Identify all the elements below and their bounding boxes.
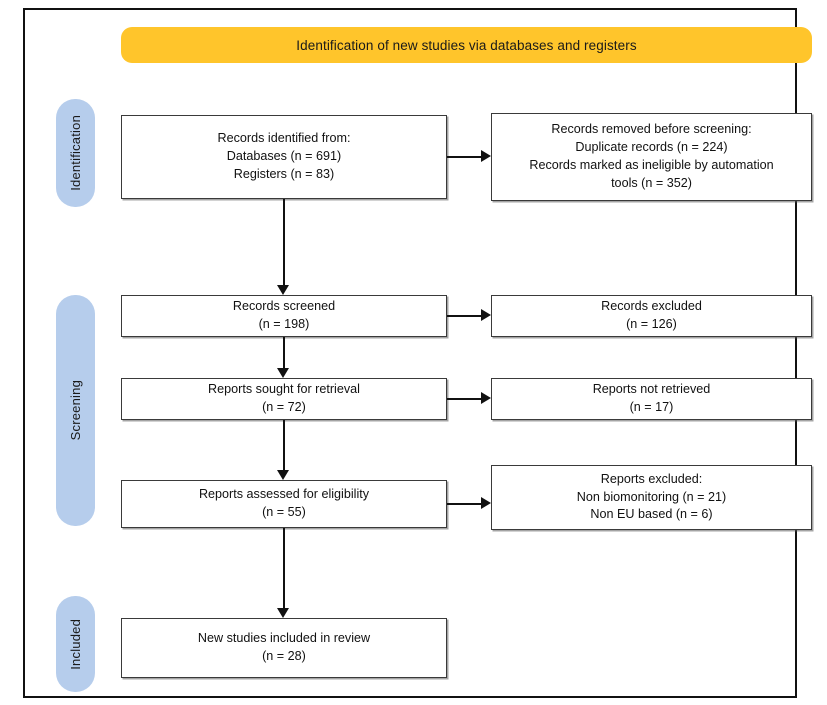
edge-arrowhead (481, 392, 491, 404)
edge-arrowhead (277, 285, 289, 295)
node-records-excluded: Records excluded (n = 126) (491, 295, 812, 337)
node-reports-not-retrieved: Reports not retrieved (n = 17) (491, 378, 812, 420)
node-line: Reports not retrieved (592, 382, 711, 397)
node-new-studies-included: New studies included in review (n = 28) (121, 618, 447, 678)
node-reports-assessed: Reports assessed for eligibility (n = 55… (121, 480, 447, 528)
node-line: Non biomonitoring (n = 21) (576, 489, 727, 504)
node-line: (n = 72) (262, 400, 306, 414)
node-line: Reports excluded: (600, 471, 703, 486)
node-line: Registers (n = 83) (233, 166, 335, 181)
node-line: New studies included in review (197, 631, 371, 646)
edge-arrowhead (277, 368, 289, 378)
node-records-identified: Records identified from: Databases (n = … (121, 115, 447, 199)
node-records-screened: Records screened (n = 198) (121, 295, 447, 337)
stage-pill-screening: Screening (56, 295, 95, 526)
edge-identified-to-screened (283, 199, 285, 285)
node-line: Non EU based (n = 6) (590, 507, 713, 522)
node-reports-sought: Reports sought for retrieval (n = 72) (121, 378, 447, 420)
node-line: Records screened (232, 299, 336, 314)
node-line: Databases (n = 691) (226, 149, 342, 164)
node-line: (n = 55) (262, 505, 306, 519)
node-line: tools (n = 352) (611, 175, 692, 190)
node-reports-excluded: Reports excluded: Non biomonitoring (n =… (491, 465, 812, 530)
node-line: (n = 17) (629, 400, 674, 414)
node-line: Duplicate records (n = 224) (575, 140, 728, 155)
edge-assessed-to-included (283, 528, 285, 608)
node-line: Reports assessed for eligibility (198, 487, 370, 502)
node-line: (n = 126) (626, 317, 677, 331)
edge-sought-to-not-retrieved (447, 398, 481, 400)
edge-identified-to-removed (447, 156, 481, 158)
node-line: Records marked as ineligible by automati… (529, 158, 774, 172)
edge-arrowhead (277, 608, 289, 618)
figure-frame: Identification of new studies via databa… (23, 8, 812, 698)
edge-screened-to-excluded (447, 315, 481, 317)
edge-arrowhead (481, 309, 491, 321)
node-line: Records excluded (601, 299, 702, 314)
stage-label-identification: Identification (68, 115, 83, 191)
edge-arrowhead (481, 150, 491, 162)
edge-assessed-to-reports-excluded (447, 503, 481, 505)
edge-screened-to-sought (283, 337, 285, 368)
node-line: Reports sought for retrieval (208, 382, 360, 397)
stage-label-included: Included (68, 618, 83, 670)
stage-label-screening: Screening (68, 380, 83, 441)
header-banner: Identification of new studies via databa… (121, 27, 812, 63)
header-banner-label: Identification of new studies via databa… (296, 37, 637, 53)
edge-arrowhead (277, 470, 289, 480)
node-line: (n = 198) (258, 317, 310, 331)
node-line: Records identified from: (217, 131, 351, 146)
edge-sought-to-assessed (283, 420, 285, 470)
stage-pill-identification: Identification (56, 99, 95, 207)
node-line: Records removed before screening: (551, 122, 752, 137)
node-line: (n = 28) (262, 649, 306, 663)
node-records-removed: Records removed before screening: Duplic… (491, 113, 812, 201)
edge-arrowhead (481, 497, 491, 509)
stage-pill-included: Included (56, 596, 95, 692)
